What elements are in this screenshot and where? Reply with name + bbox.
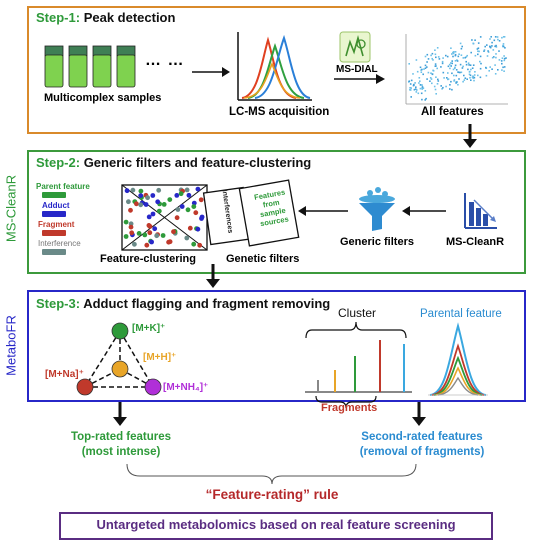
card-front-label: Features from sample sources bbox=[253, 187, 290, 229]
ms-dial-label: MS-DIAL bbox=[336, 64, 378, 75]
mscleanr-label: MS-CleanR bbox=[446, 236, 505, 248]
conclusion-text: Untargeted metabolomics based on real fe… bbox=[96, 517, 456, 532]
adduct-label-m-h: [M+H]⁺ bbox=[143, 352, 177, 363]
step2-title: Generic filters and feature-clustering bbox=[83, 155, 312, 170]
step2-panel bbox=[27, 150, 526, 274]
arrow-to-top-rated bbox=[113, 402, 127, 426]
legend-parent-swatch bbox=[42, 192, 66, 198]
arrow-to-second-rated bbox=[412, 402, 426, 426]
clustering-label: Feature-clustering bbox=[100, 253, 196, 265]
fragments-label: Fragments bbox=[321, 402, 378, 414]
second-rated-label: Second-rated features (removal of fragme… bbox=[350, 430, 494, 460]
step1-panel bbox=[27, 6, 526, 134]
step2-side-label: MS-CleanR bbox=[3, 174, 19, 243]
rating-bracket bbox=[126, 463, 417, 485]
legend-fragment-swatch bbox=[42, 230, 66, 236]
step1-heading: Step-1: Peak detection bbox=[36, 10, 175, 25]
legend-adduct-swatch bbox=[42, 211, 66, 217]
second-rated-line2: (removal of fragments) bbox=[359, 446, 485, 458]
second-rated-line1: Second-rated features bbox=[361, 431, 483, 443]
feature-rating-rule: “Feature-rating” rule bbox=[205, 487, 339, 502]
step3-prefix: Step-3: bbox=[36, 296, 81, 311]
feature-legend: Parent feature Adduct Fragment Interfere… bbox=[36, 182, 106, 255]
genetic-label: Genetic filters bbox=[226, 253, 300, 265]
legend-fragment: Fragment bbox=[38, 220, 75, 229]
all-features-label: All features bbox=[421, 106, 484, 118]
step1-prefix: Step-1: bbox=[36, 10, 81, 25]
step2-prefix: Step-2: bbox=[36, 155, 81, 170]
step1-title: Peak detection bbox=[83, 10, 176, 25]
legend-interference: Interference bbox=[38, 239, 81, 248]
legend-interference-swatch bbox=[42, 249, 66, 255]
top-rated-line1: Top-rated features bbox=[70, 431, 172, 443]
parental-label: Parental feature bbox=[420, 308, 502, 320]
step2-heading: Step-2: Generic filters and feature-clus… bbox=[36, 155, 311, 170]
step3-panel bbox=[27, 290, 526, 402]
legend-parent: Parent feature bbox=[36, 182, 90, 191]
conclusion-box bbox=[59, 512, 493, 540]
adduct-label-m-nh4: [M+NH₄]⁺ bbox=[163, 382, 209, 393]
step3-heading: Step-3: Adduct flagging and fragment rem… bbox=[36, 296, 330, 311]
top-rated-label: Top-rated features (most intense) bbox=[58, 430, 184, 460]
samples-label: Multicomplex samples bbox=[44, 92, 162, 104]
legend-adduct: Adduct bbox=[42, 201, 70, 210]
lcms-label: LC-MS acquisition bbox=[229, 106, 330, 118]
adduct-label-m-k: [M+K]⁺ bbox=[132, 323, 166, 334]
top-rated-line2: (most intense) bbox=[81, 446, 161, 458]
generic-label: Generic filters bbox=[340, 236, 414, 248]
step3-title: Adduct flagging and fragment removing bbox=[83, 296, 331, 311]
cluster-label: Cluster bbox=[338, 306, 377, 320]
step3-side-label: MetaboFR bbox=[3, 315, 19, 376]
adduct-label-m-na: [M+Na]⁺ bbox=[45, 369, 84, 380]
ellipsis: … … bbox=[145, 52, 185, 69]
